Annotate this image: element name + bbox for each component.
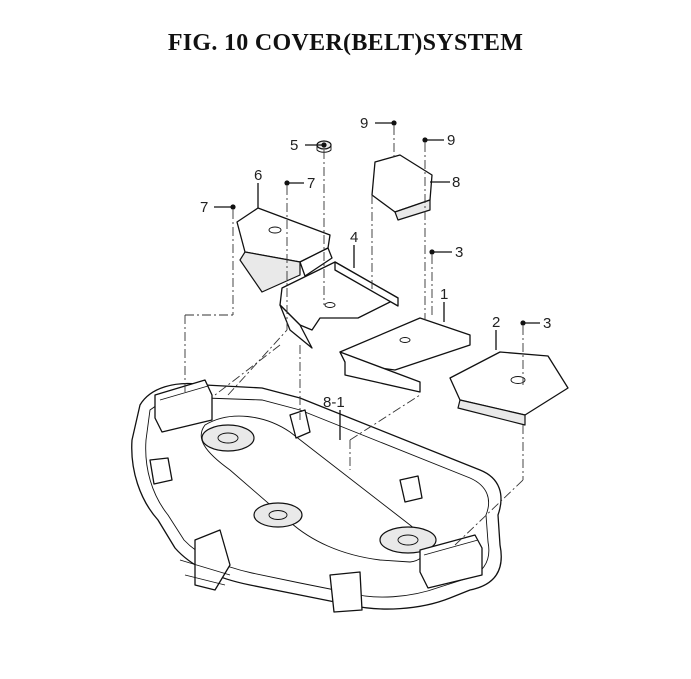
- callout-1: 1: [440, 286, 448, 303]
- belt-cover-plate-part-4: [279, 261, 399, 349]
- callout-6: 6: [254, 167, 262, 184]
- belt-cover-right-part-2: [449, 351, 569, 426]
- figure-title: FIG. 10 COVER(BELT)SYSTEM: [167, 30, 524, 56]
- belt-cover-left-part-6: [236, 207, 333, 293]
- callout-8: 8: [452, 174, 460, 191]
- leader-lines: [184, 122, 540, 546]
- callout-9-left: 9: [360, 115, 368, 132]
- callout-8-1: 8-1: [323, 394, 345, 411]
- mower-deck: [131, 379, 502, 613]
- callout-7-right: 7: [307, 175, 315, 192]
- callout-4: 4: [350, 229, 358, 246]
- callout-7-left: 7: [200, 199, 208, 216]
- callout-5: 5: [290, 137, 298, 154]
- callout-dots: [230, 120, 526, 326]
- belt-cover-plate-part-1: [339, 317, 471, 393]
- callout-3-upper: 3: [455, 244, 463, 261]
- callout-3-lower: 3: [543, 315, 551, 332]
- callout-9-right: 9: [447, 132, 455, 149]
- cover-part-8: [371, 154, 433, 221]
- callout-2: 2: [492, 314, 500, 331]
